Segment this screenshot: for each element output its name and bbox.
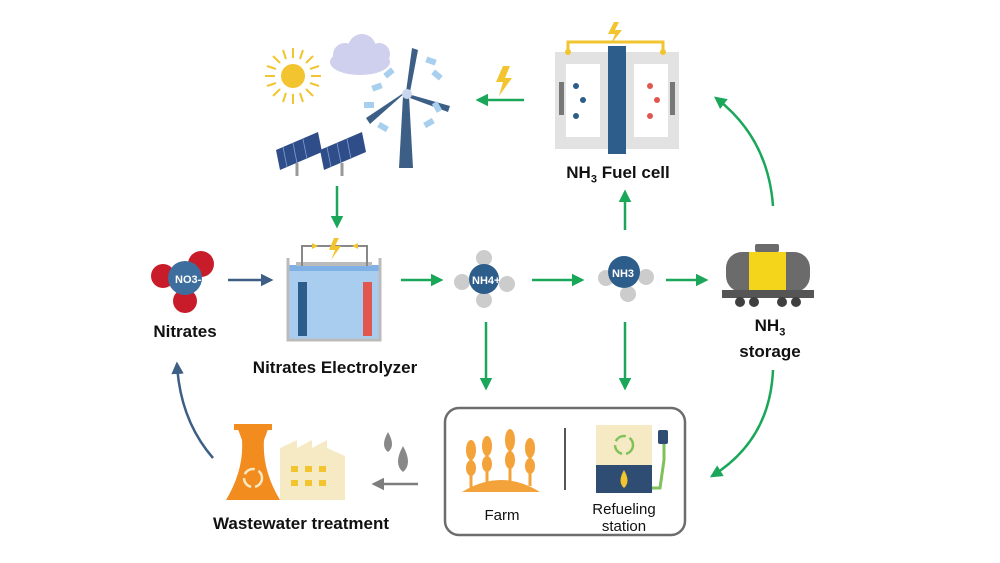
- lightning-icon: [496, 66, 512, 96]
- arrow-wastewater-to-nitrates: [171, 361, 214, 459]
- farm-label: Farm: [484, 507, 520, 524]
- ammonium-formula: NH4+: [472, 275, 500, 287]
- ammonium-molecule-icon: NH4+: [454, 250, 515, 308]
- refueling-label-line2: station: [601, 518, 647, 535]
- sun-icon: [265, 48, 321, 104]
- nitrate-molecule-icon: NO3-: [151, 251, 214, 313]
- solar-panel-icon: [276, 132, 366, 176]
- storage-label-prefix: NH: [754, 316, 780, 335]
- fuel-cell-label-subscript: 3: [590, 173, 597, 186]
- cloud-icon: [330, 34, 390, 75]
- arrow-storage-to-applications: [709, 369, 775, 478]
- electrolyzer-icon: [286, 238, 382, 342]
- fuel-cell-label-suffix: Fuel cell: [596, 163, 670, 182]
- ammonia-molecule-icon: NH3: [598, 256, 654, 302]
- wind-turbine-icon: [364, 48, 450, 168]
- storage-tank-icon: [722, 244, 814, 307]
- nitrate-formula: NO3-: [175, 274, 202, 286]
- wheat-field-icon: [462, 429, 540, 492]
- fuel-cell-label-prefix: NH: [566, 163, 591, 182]
- storage-label-subscript: 3: [779, 326, 786, 339]
- factory-icon: [226, 424, 345, 500]
- renewable-energy-icon: [265, 34, 450, 176]
- ammonia-formula: NH3: [612, 268, 634, 280]
- flow-arrows: [171, 93, 775, 491]
- refueling-label: Refueling station: [582, 501, 666, 535]
- storage-label: NH3 storage: [728, 316, 812, 362]
- fuel-pump-icon: [596, 425, 668, 493]
- wastewater-label: Wastewater treatment: [212, 514, 390, 533]
- recycle-icon: [242, 467, 264, 489]
- storage-label-line2: storage: [739, 342, 801, 362]
- fuel-cell-label: NH3 Fuel cell: [548, 163, 688, 185]
- water-drops-icon: [384, 432, 408, 472]
- refueling-label-line1: Refueling: [592, 501, 656, 518]
- nitrates-label: Nitrates: [153, 322, 217, 341]
- fuel-cell-icon: [555, 22, 679, 154]
- arrow-storage-to-fuelcell: [714, 96, 775, 207]
- electrolyzer-label: Nitrates Electrolyzer: [252, 358, 418, 377]
